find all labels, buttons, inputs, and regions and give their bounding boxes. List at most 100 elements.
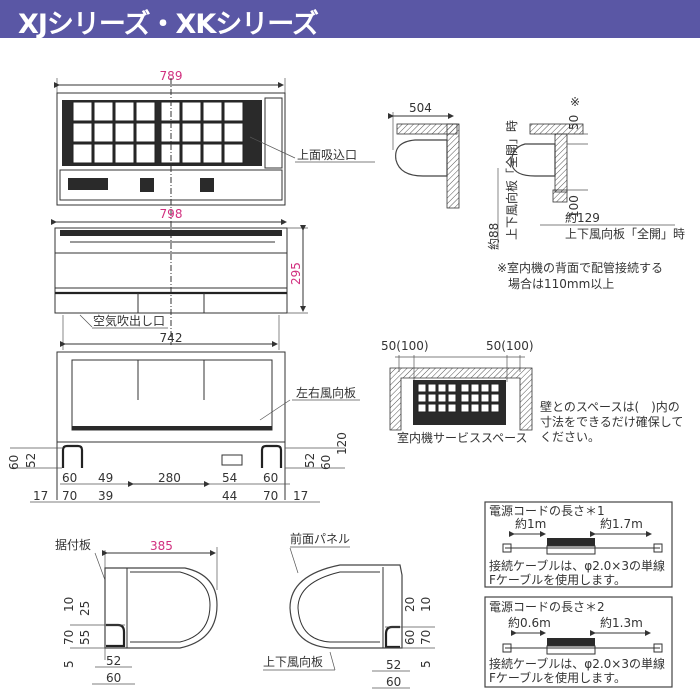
- dim-right-120: 120: [335, 432, 349, 455]
- label-lr-louver: 左右風向板: [296, 385, 356, 400]
- front-view-outline: [54, 227, 288, 314]
- dim-row2-17b: 17: [293, 489, 308, 503]
- filter-cell: [470, 393, 480, 403]
- filter-cell: [490, 393, 500, 403]
- front-view: 798 295 空気吹出し口: [51, 207, 308, 329]
- filter-cell: [72, 143, 93, 164]
- cord2-note1: 接続ケーブルは、φ2.0×3の単線: [489, 656, 665, 671]
- cord-box-1: 電源コードの長さ＊1 約1m 約1.7m 接続ケーブルは、φ2.0×3の単線 F…: [484, 501, 673, 588]
- filter-cell: [181, 122, 202, 143]
- dim-row1-60a: 60: [62, 471, 77, 485]
- dim-right-5: 5: [419, 660, 433, 668]
- filter-cell: [114, 143, 135, 164]
- dim-service-left: 50(100): [381, 339, 429, 353]
- filter-cell: [417, 383, 427, 393]
- filter-cell: [93, 101, 114, 122]
- dim-295: 295: [289, 262, 303, 285]
- dim-left-70: 70: [62, 630, 76, 645]
- dim-left-5: 5: [62, 660, 76, 668]
- dim-right-10: 10: [419, 597, 433, 612]
- filter-cell: [202, 143, 223, 164]
- filter-cell: [181, 143, 202, 164]
- dim-left-52: 52: [24, 453, 38, 468]
- dim-left-52h: 52: [106, 654, 121, 668]
- filter-cell: [417, 393, 427, 403]
- service-caption: 室内機サービススペース: [397, 430, 528, 445]
- top-view: 789 上面吸込口: [54, 69, 375, 345]
- dim-742: 742: [160, 331, 183, 345]
- filter-cell: [437, 403, 447, 413]
- filter-cell: [460, 403, 470, 413]
- filter-cell: [480, 403, 490, 413]
- label-mount-plate: 据付板: [55, 538, 91, 552]
- dim-row1-280: 280: [158, 471, 181, 485]
- footnote-line1: ※室内機の背面で配管接続する: [497, 260, 663, 275]
- dim-right-52h: 52: [386, 658, 401, 672]
- dim-right-60h: 60: [386, 675, 401, 689]
- filter-cell: [72, 122, 93, 143]
- bottom-view-outline: [56, 351, 286, 443]
- dim-row2-70b: 70: [263, 489, 278, 503]
- filter-cell: [447, 393, 457, 403]
- filter-cell: [417, 403, 427, 413]
- dim-left-60h: 60: [106, 671, 121, 685]
- bottom-dims-row2: 17 70 39 44 70 17: [33, 489, 308, 503]
- side-view-right: 前面パネル 20 10 60 70 5 上下風向板 52 60: [263, 531, 435, 689]
- filter-cell: [114, 122, 135, 143]
- filter-cell: [480, 393, 490, 403]
- filter-cell: [490, 383, 500, 393]
- filter-cell: [480, 383, 490, 393]
- cord1-left-len: 約1m: [515, 516, 546, 531]
- cord1-note2: Fケーブルを使用します。: [489, 572, 626, 587]
- dim-row1-60b: 60: [263, 471, 278, 485]
- dim-385: 385: [150, 539, 173, 553]
- dim-bottom-clearance: 100: [567, 195, 581, 218]
- cord1-title: 電源コードの長さ＊1: [489, 504, 605, 518]
- dim-right-60v: 60: [403, 630, 417, 645]
- filter-cell: [460, 393, 470, 403]
- dim-row2-70a: 70: [62, 489, 77, 503]
- filter-cell: [72, 101, 93, 122]
- cord1-note1: 接続ケーブルは、φ2.0×3の単線: [489, 558, 665, 573]
- cord2-right-len: 約1.3m: [600, 615, 643, 630]
- dim-row2-17a: 17: [33, 489, 48, 503]
- dim-louver-depth: 約129: [565, 210, 600, 225]
- cord-box-2: 電源コードの長さ＊2 約0.6m 約1.3m 接続ケーブルは、φ2.0×3の単線…: [484, 596, 673, 688]
- dim-louver-height: 約88: [486, 223, 501, 250]
- dim-service-right: 50(100): [486, 339, 534, 353]
- dim-top-clearance: 50: [567, 115, 581, 130]
- service-note-line3: ください。: [540, 430, 600, 444]
- dim-798: 798: [160, 207, 183, 221]
- cord2-left-len: 約0.6m: [508, 615, 551, 630]
- dim-row1-54: 54: [222, 471, 237, 485]
- cord1-right-len: 約1.7m: [600, 516, 643, 531]
- filter-cell: [427, 383, 437, 393]
- dim-right-60: 60: [319, 455, 333, 470]
- label-front-panel: 前面パネル: [290, 531, 350, 546]
- filter-cell: [447, 383, 457, 393]
- side-view-left: 据付板 385 10 25 70 55 5 52 60: [55, 538, 218, 685]
- dim-right-70v: 70: [419, 630, 433, 645]
- filter-cell: [223, 122, 244, 143]
- filter-cell: [490, 403, 500, 413]
- title-bar: XJシリーズ・XKシリーズ: [0, 0, 700, 40]
- service-space: 50(100) 50(100) 室内機サービススペース 壁とのスペースは( )内…: [381, 339, 683, 445]
- label-ud-louver: 上下風向板: [263, 654, 323, 669]
- filter-cell: [460, 383, 470, 393]
- label-top-intake: 上面吸込口: [297, 148, 357, 162]
- dim-504: 504: [409, 101, 432, 115]
- dim-row2-39: 39: [98, 489, 113, 503]
- label-air-outlet: 空気吹出し口: [93, 313, 165, 328]
- filter-cell: [447, 403, 457, 413]
- filter-cell: [427, 403, 437, 413]
- filter-cell: [470, 383, 480, 393]
- filter-cell: [437, 383, 447, 393]
- dim-left-55: 55: [78, 630, 92, 645]
- filter-cell: [114, 101, 135, 122]
- filter-cell: [202, 101, 223, 122]
- filter-cell: [437, 393, 447, 403]
- clearance-note-mark: ※: [570, 95, 580, 109]
- dim-right-20: 20: [403, 597, 417, 612]
- install-sections: 504 50 ※ 100 約129 上下風向板「全開」時 約88 上下風向板「全…: [388, 95, 685, 291]
